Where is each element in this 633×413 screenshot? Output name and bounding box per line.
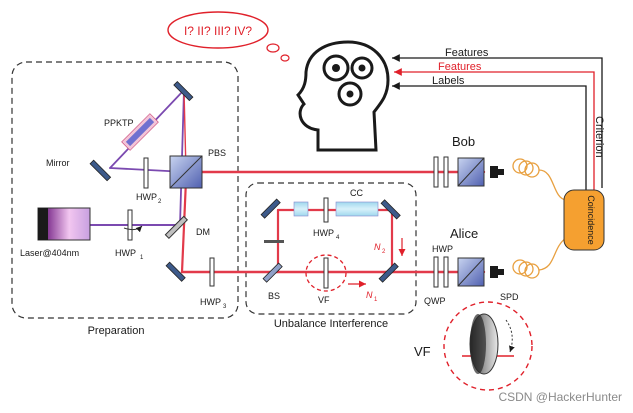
qwp-label: QWP xyxy=(424,296,446,306)
hwp4-label: HWP xyxy=(313,228,334,238)
watermark-text: CSDN @HackerHunter xyxy=(498,390,622,404)
hwp3-sub: 3 xyxy=(223,304,227,310)
ppktp-label: PPKTP xyxy=(104,118,134,128)
bubble-text: I? II? III? IV? xyxy=(184,24,252,38)
features-label-2: Features xyxy=(438,61,482,73)
mirror-int-tr xyxy=(380,199,401,220)
mirror-int-tl xyxy=(260,198,281,219)
fibers xyxy=(512,158,567,279)
hwp1-rotation-icon xyxy=(123,225,143,233)
alice-detection xyxy=(433,256,504,288)
mirror-top xyxy=(173,80,194,102)
n2-sub: 2 xyxy=(382,249,386,255)
hwp2-label: HWP xyxy=(136,192,157,202)
bob-label: Bob xyxy=(452,134,475,149)
unbalance-label: Unbalance Interference xyxy=(274,318,388,330)
coincidence-label: Coincidence xyxy=(586,195,596,245)
hwp3-label: HWP xyxy=(200,297,221,307)
hwp1-sub: 1 xyxy=(140,255,144,261)
head-gears-icon xyxy=(296,40,390,152)
mirror-int-br xyxy=(378,262,399,283)
laser-icon xyxy=(37,207,91,241)
bs-label: BS xyxy=(268,291,280,301)
pbs-label: PBS xyxy=(208,148,226,158)
hwp2-sub: 2 xyxy=(158,199,162,205)
vf-large-label: VF xyxy=(414,344,431,359)
preparation-label: Preparation xyxy=(88,325,145,337)
vf-small-label: VF xyxy=(318,295,330,305)
criterion-label: Criterion xyxy=(593,116,605,158)
dm-label: DM xyxy=(196,227,210,237)
thought-bubble: I? II? III? IV? xyxy=(167,11,290,62)
bob-detection xyxy=(433,156,504,188)
pbs-cube xyxy=(169,155,203,189)
vf-small-circle xyxy=(305,254,347,292)
crystal-small xyxy=(293,201,309,217)
hwp4-sub: 4 xyxy=(336,235,340,241)
input-arrows: Features Features Labels Criterion xyxy=(392,47,605,200)
cc-label: CC xyxy=(350,188,363,198)
vf-zoom xyxy=(443,301,533,391)
n1-label: N xyxy=(366,290,373,300)
n1-sub: 1 xyxy=(374,297,378,303)
laser-label: Laser@404nm xyxy=(20,248,79,258)
unbalance-box xyxy=(245,182,417,315)
hwp-alice-label: HWP xyxy=(432,244,453,254)
hwp3-plate xyxy=(209,257,215,287)
preparation-box xyxy=(11,61,239,319)
bs-splitter xyxy=(262,262,283,283)
alice-label: Alice xyxy=(450,226,478,241)
cc-compensator xyxy=(335,201,379,217)
spd-label: SPD xyxy=(500,292,519,302)
n2-label: N xyxy=(374,242,381,252)
hwp1-label: HWP xyxy=(115,248,136,258)
vf-small-plate xyxy=(323,257,329,289)
hwp1-plate xyxy=(127,209,133,241)
features-label-1: Features xyxy=(445,47,489,59)
dm-mirror xyxy=(164,215,189,240)
mirror-label: Mirror xyxy=(46,158,70,168)
glass-plate xyxy=(264,240,284,243)
labels-label: Labels xyxy=(432,75,465,87)
ppktp-crystal xyxy=(121,113,159,151)
mirror-bottom xyxy=(165,261,186,282)
mirror-left xyxy=(89,159,112,182)
hwp2-plate xyxy=(143,157,149,189)
coincidence-box xyxy=(563,189,605,251)
hwp4-plate xyxy=(323,197,329,223)
